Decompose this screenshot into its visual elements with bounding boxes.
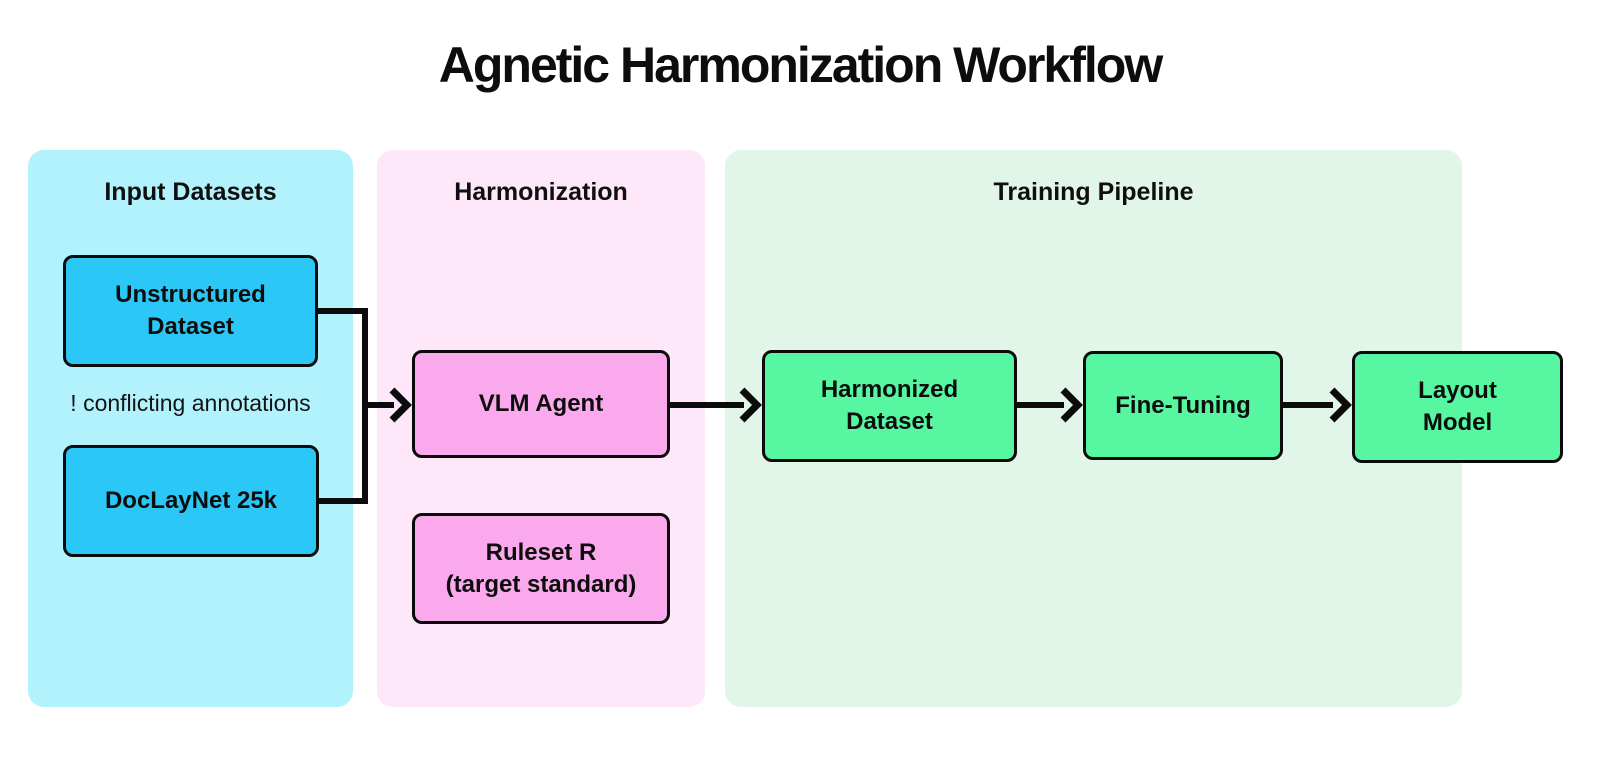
fine-tuning-label: Fine-Tuning <box>1115 391 1251 419</box>
vlm-agent-node: VLM Agent <box>412 350 670 458</box>
doclaynet-label: DocLayNet 25k <box>104 487 278 515</box>
input-datasets-panel: Input Datasets <box>28 150 353 707</box>
doclaynet-node: DocLayNet 25k <box>63 445 319 557</box>
training-pipeline-panel-label: Training Pipeline <box>993 178 1194 206</box>
diagram-title: Agnetic Harmonization Workflow <box>438 37 1163 93</box>
layout-model-node: Layout Model <box>1352 351 1563 463</box>
conflicting-annotations-note: ! conflicting annotations <box>70 390 311 416</box>
unstructured-dataset-label: Unstructured Dataset <box>115 281 266 340</box>
ruleset-label: Ruleset R (target standard) <box>445 538 637 598</box>
unstructured-dataset-node: Unstructured Dataset <box>63 255 318 367</box>
ruleset-node: Ruleset R (target standard) <box>412 513 670 624</box>
input-datasets-panel-label: Input Datasets <box>104 178 277 206</box>
harmonized-dataset-label: Harmonized Dataset <box>820 376 959 435</box>
vlm-agent-label: VLM Agent <box>478 390 604 418</box>
fine-tuning-node: Fine-Tuning <box>1083 351 1283 460</box>
harmonization-panel-label: Harmonization <box>454 178 628 206</box>
harmonized-dataset-node: Harmonized Dataset <box>762 350 1017 462</box>
layout-model-label: Layout Model <box>1418 377 1497 436</box>
